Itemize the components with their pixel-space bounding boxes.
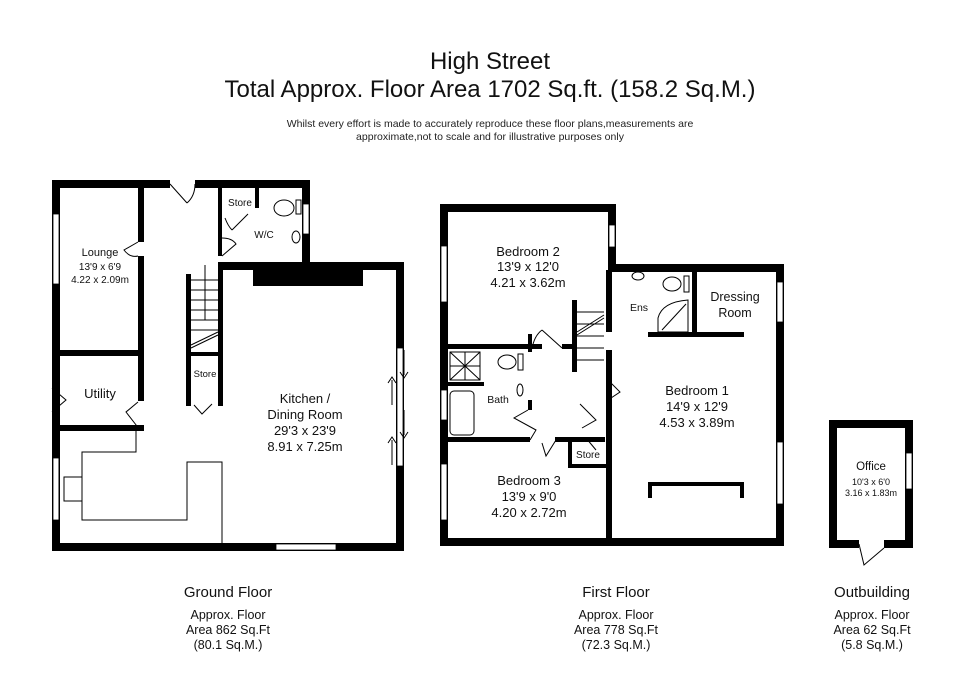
room-name-bath: Bath xyxy=(487,394,509,406)
floor-area-line-1: Approx. Floor xyxy=(190,608,266,622)
first-floor-windows xyxy=(440,224,784,521)
floor-name-outbuilding: Outbuilding xyxy=(834,584,910,601)
room-name-store-understairs: Store xyxy=(194,369,217,380)
room-name-dressing-line1: Dressing xyxy=(710,290,759,304)
room-name-bedroom-1: Bedroom 1 xyxy=(665,383,729,398)
room-name-utility: Utility xyxy=(84,386,116,401)
room-name-kitchen-line1: Kitchen / xyxy=(280,391,331,406)
first-floor-walls xyxy=(440,204,784,546)
room-name-office: Office xyxy=(856,461,886,473)
room-name-bedroom-2: Bedroom 2 xyxy=(496,244,560,259)
floor-area-line-1: Approx. Floor xyxy=(578,608,654,622)
room-dims-metric-bedroom-2: 4.21 x 3.62m xyxy=(490,275,565,290)
room-dims-imperial-bedroom-3: 13'9 x 9'0 xyxy=(502,489,557,504)
room-dims-imperial-lounge: 13'9 x 6'9 xyxy=(79,262,122,273)
floor-area-line-2: Area 778 Sq.Ft xyxy=(573,623,659,637)
floor-area-line-3: (72.3 Sq.M.) xyxy=(581,638,651,652)
floor-area-first: Approx. Floor Area 778 Sq.Ft (72.3 Sq.M.… xyxy=(536,608,696,653)
room-dims-imperial-office: 10'3 x 6'0 xyxy=(852,477,890,487)
room-dims-imperial-bedroom-1: 14'9 x 12'9 xyxy=(666,399,728,414)
disclaimer-line-1: Whilst every effort is made to accuratel… xyxy=(286,118,694,130)
office-window xyxy=(905,452,913,490)
room-name-store-ground: Store xyxy=(228,198,252,209)
room-name-ensuite: Ens xyxy=(630,302,648,314)
room-name-kitchen-line2: Dining Room xyxy=(267,407,342,422)
floor-area-line-3: (5.8 Sq.M.) xyxy=(841,638,903,652)
office-door-swing xyxy=(858,543,885,566)
plan-header: High Street Total Approx. Floor Area 170… xyxy=(0,48,980,144)
ground-floor-fixtures xyxy=(51,183,409,543)
floor-area-line-1: Approx. Floor xyxy=(834,608,910,622)
floor-area-line-3: (80.1 Sq.M.) xyxy=(193,638,263,652)
property-title: High Street xyxy=(429,48,551,75)
ground-floor-labels: Lounge 13'9 x 6'9 4.22 x 2.09m Store W/C… xyxy=(71,198,342,454)
room-dims-metric-bedroom-1: 4.53 x 3.89m xyxy=(659,415,734,430)
first-floor-fixtures xyxy=(449,271,690,458)
disclaimer-line-2: approximate,not to scale and for illustr… xyxy=(356,131,624,143)
room-name-lounge: Lounge xyxy=(82,247,119,259)
first-floor-plan: Bedroom 2 13'9 x 12'0 4.21 x 3.62m Ens D… xyxy=(440,204,784,546)
room-dims-metric-kitchen: 8.91 x 7.25m xyxy=(267,439,342,454)
ground-floor-walls xyxy=(52,180,404,551)
floor-name-first: First Floor xyxy=(582,584,650,601)
outbuilding-caption: Outbuilding Approx. Floor Area 62 Sq.Ft … xyxy=(802,584,942,653)
room-dims-metric-office: 3.16 x 1.83m xyxy=(845,488,897,498)
room-name-wc: W/C xyxy=(254,230,273,241)
room-dims-metric-lounge: 4.22 x 2.09m xyxy=(71,275,129,286)
ground-floor-caption: Ground Floor Approx. Floor Area 862 Sq.F… xyxy=(148,584,308,653)
floor-name-ground: Ground Floor xyxy=(183,584,273,601)
total-floor-area: Total Approx. Floor Area 1702 Sq.ft. (15… xyxy=(224,76,756,103)
outbuilding-labels: Office 10'3 x 6'0 3.16 x 1.83m xyxy=(845,461,897,498)
ground-floor-windows xyxy=(52,203,404,551)
room-dims-imperial-kitchen: 29'3 x 23'9 xyxy=(274,423,336,438)
floor-area-line-2: Area 862 Sq.Ft xyxy=(185,623,271,637)
disclaimer: Whilst every effort is made to accuratel… xyxy=(0,118,980,144)
room-name-store-first: Store xyxy=(576,450,600,461)
outbuilding-plan: Office 10'3 x 6'0 3.16 x 1.83m xyxy=(829,420,913,566)
floor-area-line-2: Area 62 Sq.Ft xyxy=(833,623,911,637)
room-dims-imperial-bedroom-2: 13'9 x 12'0 xyxy=(497,259,559,274)
ground-floor-plan: Lounge 13'9 x 6'9 4.22 x 2.09m Store W/C… xyxy=(51,180,409,551)
first-floor-caption: First Floor Approx. Floor Area 778 Sq.Ft… xyxy=(536,584,696,653)
room-name-bedroom-3: Bedroom 3 xyxy=(497,473,561,488)
floor-area-ground: Approx. Floor Area 862 Sq.Ft (80.1 Sq.M.… xyxy=(148,608,308,653)
room-name-dressing-line2: Room xyxy=(718,306,751,320)
floor-area-outbuilding: Approx. Floor Area 62 Sq.Ft (5.8 Sq.M.) xyxy=(802,608,942,653)
room-dims-metric-bedroom-3: 4.20 x 2.72m xyxy=(491,505,566,520)
first-floor-labels: Bedroom 2 13'9 x 12'0 4.21 x 3.62m Ens D… xyxy=(487,244,760,520)
